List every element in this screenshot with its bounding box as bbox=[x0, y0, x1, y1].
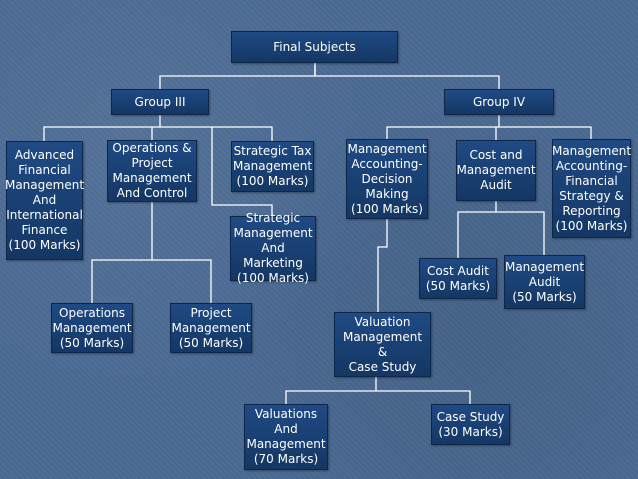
node-project-management-label: Project Management (50 Marks) bbox=[171, 305, 251, 350]
node-cost-and-management-audit-label: Cost and Management Audit bbox=[456, 148, 536, 192]
node-case-study: Case Study (30 Marks) bbox=[431, 404, 510, 445]
node-valuation-management-case-study-label: Valuation Management & Case Study bbox=[342, 314, 423, 374]
node-group-iii-label: Group III bbox=[134, 94, 186, 109]
node-cost-audit-label: Cost Audit (50 Marks) bbox=[425, 263, 491, 293]
connector-valuation-children bbox=[285, 376, 471, 404]
node-group-iv: Group IV bbox=[444, 89, 554, 115]
node-valuation-management-case-study: Valuation Management & Case Study bbox=[334, 312, 431, 377]
node-management-audit-label: Management Audit (50 Marks) bbox=[504, 259, 585, 304]
node-operations-project-management-label: Operations & Project Management And Cont… bbox=[112, 141, 192, 200]
node-cost-audit: Cost Audit (50 Marks) bbox=[419, 258, 497, 299]
node-final-subjects-label: Final Subjects bbox=[273, 39, 356, 54]
connector-group-iv-children bbox=[377, 114, 592, 312]
node-management-accounting-decision-label: Management Accounting- Decision Making (… bbox=[347, 141, 427, 216]
connector-cost-audit-children bbox=[457, 200, 545, 258]
node-group-iv-label: Group IV bbox=[472, 94, 526, 109]
node-advanced-financial-management: Advanced Financial Management And Intern… bbox=[4, 141, 85, 260]
connector-group-iii-children bbox=[43, 114, 273, 216]
node-valuations-and-management-label: Valuations And Management (70 Marks) bbox=[246, 407, 326, 466]
node-management-audit: Management Audit (50 Marks) bbox=[504, 255, 585, 309]
node-valuations-and-management: Valuations And Management (70 Marks) bbox=[244, 404, 328, 470]
node-strategic-management-marketing-label: Strategic Management And Marketing (100 … bbox=[233, 211, 313, 285]
connector-operations-children bbox=[91, 201, 212, 303]
node-cost-and-management-audit: Cost and Management Audit bbox=[456, 140, 536, 201]
node-strategic-tax-management: Strategic Tax Management (100 Marks) bbox=[231, 141, 314, 192]
node-management-accounting-financial-label: Management Accounting- Financial Strateg… bbox=[551, 143, 632, 233]
node-project-management: Project Management (50 Marks) bbox=[170, 303, 252, 353]
connector-final-group-iii bbox=[159, 62, 316, 89]
node-management-accounting-financial: Management Accounting- Financial Strateg… bbox=[552, 139, 631, 238]
connector-final-group-iv bbox=[314, 62, 500, 89]
node-operations-project-management: Operations & Project Management And Cont… bbox=[107, 140, 197, 202]
node-strategic-tax-management-label: Strategic Tax Management (100 Marks) bbox=[232, 144, 313, 188]
node-group-iii: Group III bbox=[111, 89, 209, 115]
node-operations-management: Operations Management (50 Marks) bbox=[51, 303, 133, 353]
node-strategic-management-marketing: Strategic Management And Marketing (100 … bbox=[230, 211, 316, 285]
node-final-subjects: Final Subjects bbox=[231, 31, 398, 63]
node-operations-management-label: Operations Management (50 Marks) bbox=[52, 305, 132, 350]
node-advanced-financial-management-label: Advanced Financial Management And Intern… bbox=[4, 148, 85, 252]
node-management-accounting-decision: Management Accounting- Decision Making (… bbox=[346, 139, 428, 219]
node-case-study-label: Case Study (30 Marks) bbox=[436, 409, 505, 439]
